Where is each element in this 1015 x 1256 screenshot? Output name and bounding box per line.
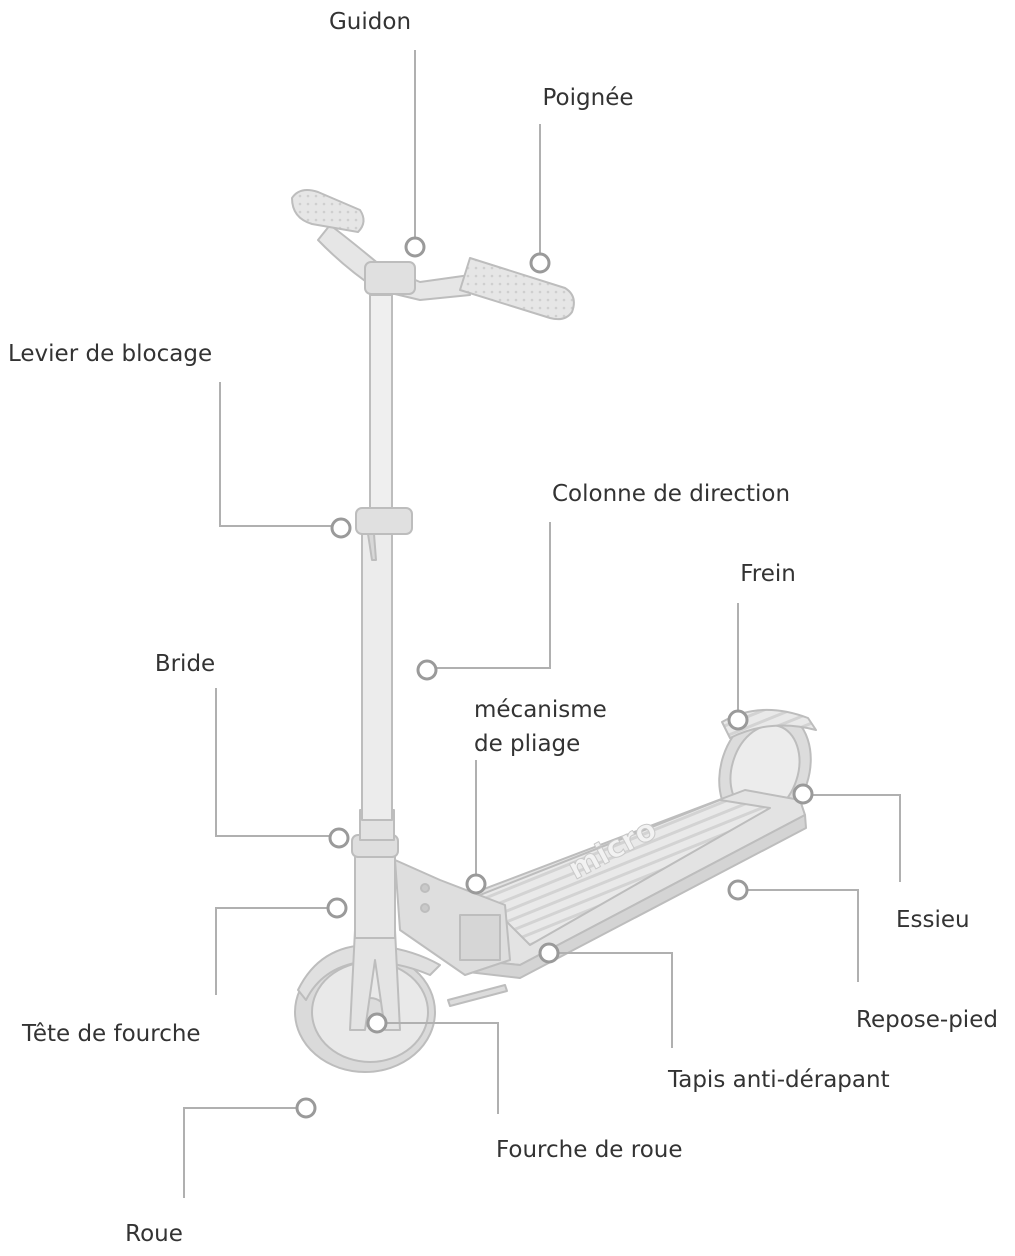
- fork: [349, 929, 401, 1031]
- label-repose: Repose-pied: [856, 1007, 998, 1033]
- marker-levier: [330, 517, 352, 539]
- leader-tapis: [558, 952, 673, 1048]
- leader-repose: [748, 889, 859, 982]
- kickstand: [447, 984, 508, 1007]
- leader-colonne: [436, 522, 551, 669]
- folding-block: [394, 859, 511, 976]
- steering-tube-upper: [369, 294, 393, 526]
- leader-levier: [219, 382, 332, 527]
- label-pliage-line1: mécanisme: [474, 697, 607, 723]
- label-fourche: Fourche de roue: [496, 1137, 683, 1163]
- leader-tete: [215, 907, 328, 995]
- leader-roue: [183, 1107, 296, 1198]
- marker-bride: [328, 827, 350, 849]
- marker-colonne: [416, 659, 438, 681]
- front-wheel: [294, 951, 436, 1073]
- marker-poignee: [529, 252, 551, 274]
- handlebar: [291, 189, 575, 321]
- front-fender: [297, 944, 441, 1001]
- leader-essieu: [812, 794, 901, 882]
- steering-tube-lower: [361, 519, 393, 821]
- label-guidon: Guidon: [328, 9, 412, 35]
- label-bride: Bride: [154, 651, 216, 677]
- deck-grip-shape: [479, 799, 771, 946]
- marker-roue: [295, 1097, 317, 1119]
- marker-pliage: [465, 873, 487, 895]
- marker-repose: [727, 879, 749, 901]
- marker-frein: [727, 709, 749, 731]
- marker-essieu: [792, 783, 814, 805]
- label-frein: Frein: [740, 561, 796, 587]
- label-tete: Tête de fourche: [22, 1021, 201, 1047]
- marker-fourche: [366, 1012, 388, 1034]
- label-essieu: Essieu: [896, 907, 970, 933]
- left-grip-shape: [291, 189, 365, 233]
- leader-fourche: [386, 1022, 499, 1114]
- marker-tete: [326, 897, 348, 919]
- markers: [295, 236, 814, 1119]
- label-poignee: Poignée: [542, 85, 634, 111]
- scooter-illustration: micro: [291, 189, 817, 1073]
- label-levier: Levier de blocage: [8, 341, 213, 367]
- label-roue: Roue: [125, 1221, 183, 1247]
- label-tapis: Tapis anti-dérapant: [668, 1067, 890, 1093]
- locking-lever-clamp: [355, 507, 413, 535]
- marker-guidon: [404, 236, 426, 258]
- fork-head: [354, 847, 396, 939]
- right-grip-shape: [459, 257, 575, 321]
- marker-tapis: [538, 942, 560, 964]
- label-pliage-line2: de pliage: [474, 731, 581, 757]
- leader-lines: [183, 50, 901, 1198]
- label-colonne: Colonne de direction: [552, 481, 791, 507]
- leader-bride: [215, 688, 330, 837]
